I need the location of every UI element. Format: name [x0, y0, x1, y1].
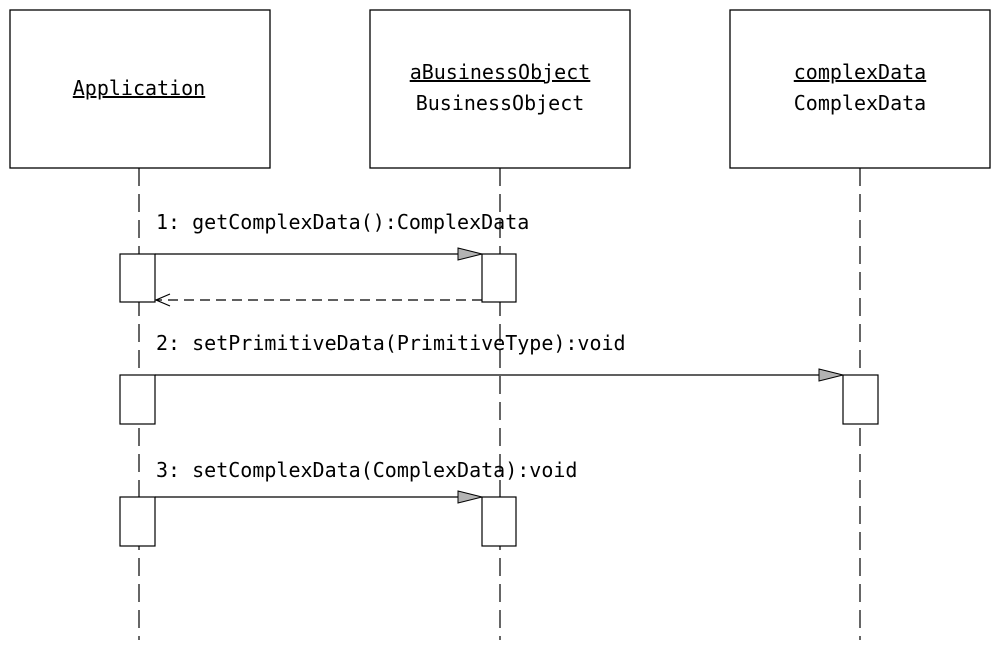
participant-class-name: ComplexData: [794, 91, 926, 115]
message-label: 1: getComplexData():ComplexData: [156, 210, 529, 234]
message-label: 3: setComplexData(ComplexData):void: [156, 458, 577, 482]
message-label: 2: setPrimitiveData(PrimitiveType):void: [156, 331, 626, 355]
participant-application: Application: [9, 9, 271, 640]
activation-bar: [481, 496, 517, 547]
participant-box: [9, 9, 271, 169]
arrowhead: [457, 247, 483, 261]
participant-box: [729, 9, 991, 169]
participant-box: [369, 9, 631, 169]
activation-bar: [842, 374, 879, 425]
participant-instance-name: complexData: [794, 60, 926, 84]
message-2: 2: setPrimitiveData(PrimitiveType):void: [119, 331, 879, 425]
return-arrowhead: [154, 293, 171, 307]
activation-bar: [119, 253, 156, 303]
participant-instance-name: Application: [73, 76, 205, 100]
activation-bar: [481, 253, 517, 303]
participant-class-name: BusinessObject: [416, 91, 585, 115]
participant-business-object: aBusinessObject BusinessObject: [369, 9, 631, 640]
participant-complex-data: complexData ComplexData: [729, 9, 991, 640]
participant-instance-name: aBusinessObject: [410, 60, 591, 84]
activation-bar: [119, 374, 156, 425]
arrowhead: [818, 368, 844, 382]
message-3: 3: setComplexData(ComplexData):void: [119, 458, 577, 547]
arrowhead: [457, 490, 483, 504]
message-1: 1: getComplexData():ComplexData: [119, 210, 529, 307]
activation-bar: [119, 496, 156, 547]
